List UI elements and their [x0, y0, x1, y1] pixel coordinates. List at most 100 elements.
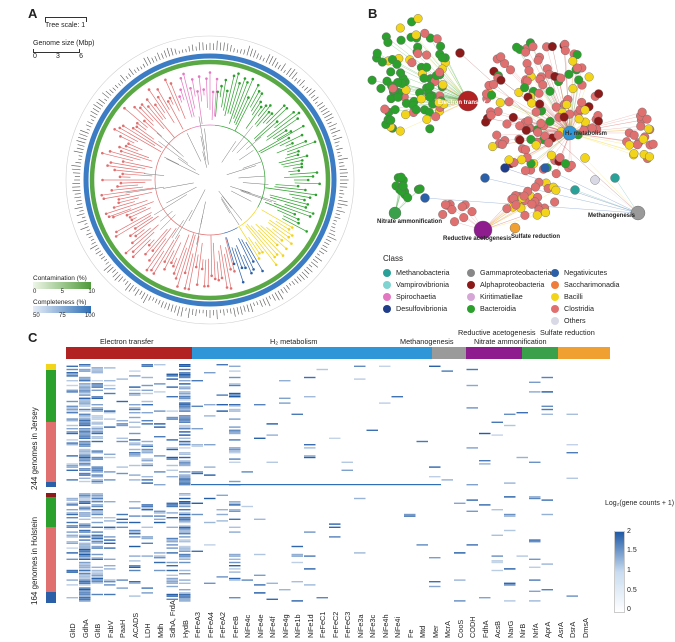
tree-branch [239, 189, 277, 203]
heatmap-cell [429, 476, 441, 478]
tree-tip [121, 160, 125, 163]
category-bar [558, 347, 610, 359]
tree-branch [223, 42, 225, 51]
heatmap-cell [66, 407, 78, 409]
heatmap-cell [116, 420, 128, 422]
tree-tip [124, 144, 128, 148]
heatmap-cell [79, 595, 91, 597]
heatmap-cell [229, 384, 241, 387]
heatmap-cell [254, 574, 266, 576]
network-genome-node [521, 47, 531, 57]
tree-branch [314, 256, 323, 262]
network-genome-node [504, 155, 514, 165]
tree-tip [145, 268, 149, 272]
heatmap-cell [104, 584, 116, 586]
tree-branch [204, 128, 209, 165]
heatmap-cell [179, 452, 191, 454]
genome-size-legend: Genome size (Mbp) 0 3 6 [33, 40, 94, 61]
tree-branch [77, 219, 87, 224]
heatmap-cell [541, 513, 553, 516]
category-label: Nitrate ammonification [474, 337, 547, 346]
heatmap-cell [204, 474, 216, 476]
tree-branch [73, 150, 83, 154]
network-genome-node [533, 55, 543, 65]
heatmap-cell [66, 558, 78, 560]
heatmap-cell [316, 368, 328, 371]
tree-branch [254, 105, 271, 125]
heatmap-cell [154, 391, 166, 393]
class-legend-label: Spirochaetia [396, 292, 436, 301]
network-genome-node [560, 159, 570, 169]
tree-branch [86, 229, 91, 232]
heatmap-cell [179, 383, 191, 385]
heatmap-cell [329, 523, 341, 525]
heatmap-cell [79, 515, 91, 517]
heatmap-cell [154, 561, 166, 564]
heatmap-cell [229, 439, 241, 441]
class-legend-item: Spirochaetia [383, 292, 436, 301]
tree-branch [143, 57, 149, 66]
tree-branch [250, 225, 278, 255]
heatmap-cell [179, 402, 191, 404]
network-genome-node [610, 173, 620, 183]
heatmap-cell [179, 541, 191, 543]
heatmap-cell [129, 432, 141, 435]
heatmap-cell [541, 413, 553, 415]
class-annotation-strip [46, 493, 56, 497]
tree-tip [311, 212, 315, 215]
tree-tip [168, 96, 172, 100]
contamination-title: Contamination (%) [33, 275, 87, 282]
network-genome-node [547, 42, 557, 52]
tree-tip [237, 72, 240, 75]
heatmap-cell [466, 384, 478, 387]
heatmap-cell [529, 539, 541, 541]
heatmap-cell [566, 595, 578, 597]
tree-branch [335, 213, 341, 216]
heatmap-cell [91, 418, 103, 420]
tree-branch [328, 232, 336, 236]
tree-branch [338, 200, 348, 203]
tree-tip [164, 78, 167, 82]
heatmap-cell [566, 477, 578, 479]
tree-branch [76, 147, 84, 150]
heatmap-cell [66, 504, 78, 506]
tree-branch [120, 136, 135, 144]
tree-branch [166, 158, 200, 175]
network-edge [484, 177, 639, 214]
tree-branch [257, 229, 284, 256]
tree-branch [280, 288, 284, 294]
heatmap-cell [66, 420, 78, 422]
heatmap-cell [79, 544, 91, 546]
heatmap-cell [516, 412, 528, 414]
heatmap-cell [104, 517, 116, 519]
tree-tip [119, 135, 122, 138]
tree-tip [287, 228, 291, 231]
tree-branch [236, 307, 239, 315]
heatmap-cell [79, 386, 91, 388]
class-legend-item: Bacilli [551, 292, 583, 301]
tree-tip [302, 124, 305, 128]
network-genome-node [541, 208, 551, 218]
tree-branch [188, 46, 190, 52]
heatmap-cell [129, 464, 141, 467]
tree-tip [229, 287, 233, 290]
class-color-swatch [467, 268, 475, 277]
class-legend-label: Bacilli [564, 292, 583, 301]
tree-branch [291, 280, 295, 285]
heatmap-cell [391, 396, 403, 398]
tree-tip [127, 142, 130, 146]
tree-branch [72, 189, 81, 192]
tree-branch [240, 306, 243, 315]
heatmap-cell [166, 464, 178, 467]
heatmap-cell [304, 444, 316, 446]
tree-branch [118, 191, 153, 200]
heatmap-cell [266, 423, 278, 425]
heatmap-cell [141, 450, 153, 452]
tree-branch [163, 182, 194, 189]
tree-branch [90, 244, 98, 250]
heatmap-cell [229, 394, 241, 396]
network-genome-node [574, 114, 584, 124]
heatmap-cell [79, 512, 91, 514]
tree-tip [290, 242, 293, 245]
tree-tip [100, 193, 104, 197]
